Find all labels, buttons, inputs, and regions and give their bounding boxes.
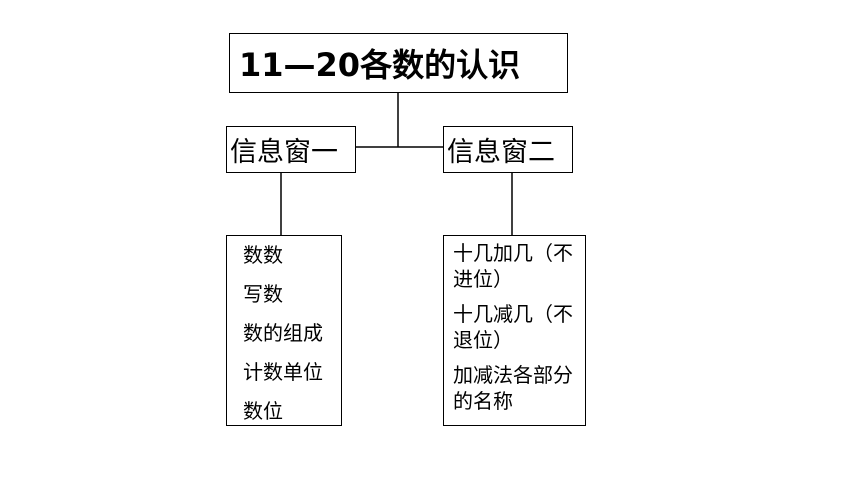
info-window-one-node: 信息窗一 bbox=[226, 126, 356, 173]
topic-item: 十几减几（不退位） bbox=[453, 302, 573, 352]
topic-item: 计数单位 bbox=[243, 360, 323, 384]
topic-item: 数位 bbox=[243, 399, 283, 423]
topic-item: 加减法各部分的名称 bbox=[453, 363, 573, 413]
topic-item: 数数 bbox=[243, 243, 283, 267]
topic-item: 写数 bbox=[243, 282, 283, 306]
info-window-two-topics: 十几加几（不进位） 十几减几（不退位） 加减法各部分的名称 bbox=[443, 235, 586, 426]
topic-item: 十几加几（不进位） bbox=[453, 241, 573, 291]
diagram-title: 11—20各数的认识 bbox=[229, 33, 568, 93]
topic-item: 数的组成 bbox=[243, 321, 323, 345]
info-window-one-topics: 数数 写数 数的组成 计数单位 数位 bbox=[226, 235, 342, 426]
info-window-two-node: 信息窗二 bbox=[443, 126, 573, 173]
